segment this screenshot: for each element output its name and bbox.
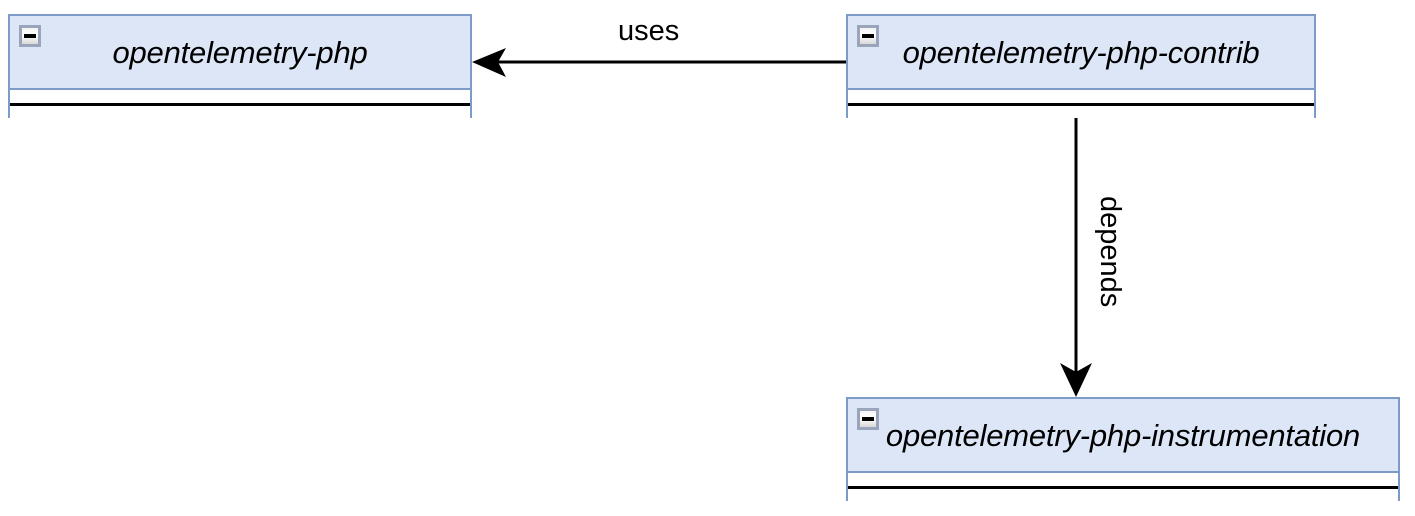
minus-icon[interactable] [857, 408, 879, 430]
node-header: opentelemetry-php [10, 16, 470, 88]
minus-icon-bar [862, 417, 874, 421]
edge-label-depends: depends [1094, 196, 1126, 308]
uml-node-opentelemetry-php-instrumentation[interactable]: opentelemetry-php-instrumentation [846, 397, 1400, 501]
node-title: opentelemetry-php-instrumentation [885, 417, 1361, 453]
minus-icon-bar [862, 34, 874, 38]
node-header: opentelemetry-php-contrib [848, 16, 1314, 88]
minus-icon[interactable] [857, 25, 879, 47]
node-divider-rule [848, 102, 1314, 106]
minus-icon[interactable] [19, 25, 41, 47]
node-divider-rule [848, 485, 1398, 489]
node-header: opentelemetry-php-instrumentation [848, 399, 1398, 471]
node-body-compartment [848, 471, 1398, 501]
edge-label-uses: uses [618, 15, 680, 47]
node-body-compartment [10, 88, 470, 118]
edge-depends [1060, 118, 1092, 397]
node-body-compartment [848, 88, 1314, 118]
edge-uses [472, 48, 846, 77]
node-title: opentelemetry-php-contrib [902, 34, 1260, 70]
edge-uses-arrowhead [472, 48, 506, 77]
node-divider-rule [10, 102, 470, 106]
uml-node-opentelemetry-php[interactable]: opentelemetry-php [8, 14, 472, 118]
minus-icon-bar [24, 34, 36, 38]
edge-depends-arrowhead [1060, 363, 1092, 397]
uml-node-opentelemetry-php-contrib[interactable]: opentelemetry-php-contrib [846, 14, 1316, 118]
node-title: opentelemetry-php [112, 34, 368, 70]
